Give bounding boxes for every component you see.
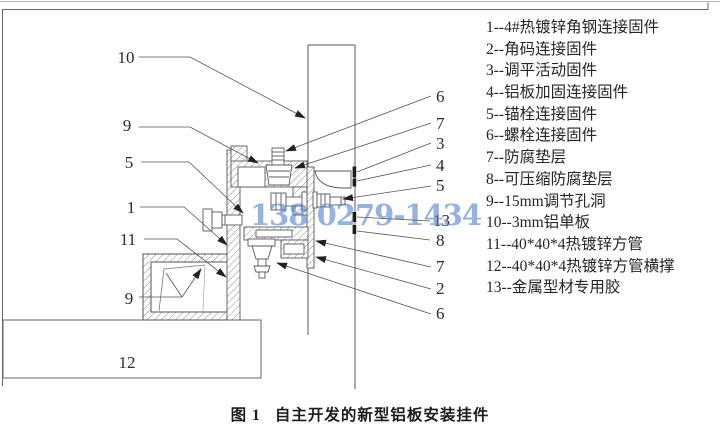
callout-label-5-left: 5 (125, 153, 134, 172)
leader-lines (139, 56, 432, 315)
panel-clip (314, 170, 352, 189)
callout-label-9-upper: 9 (123, 116, 132, 135)
legend-item: 8--可压缩防腐垫层 (486, 170, 613, 188)
callout-label-1: 1 (127, 198, 136, 217)
bracket-assembly (202, 145, 352, 321)
callout-label-9-lower: 9 (125, 289, 134, 308)
legend-item: 6--螺栓连接固件 (486, 127, 598, 145)
callout-label-7-upper: 7 (436, 114, 445, 133)
square-tube (142, 253, 238, 321)
legend-item: 13--金属型材专用胶 (486, 279, 621, 297)
middle-bolt (270, 191, 308, 211)
page-frame (0, 1, 720, 386)
bottom-bolt (247, 238, 276, 279)
callout-label-6-upper: 6 (436, 87, 445, 106)
figure-label: 图 1 (230, 407, 261, 424)
pad-strip (306, 166, 315, 269)
callout-label-7-lower: 7 (436, 257, 445, 276)
callout-label-8: 8 (436, 231, 445, 250)
callout-label-5-right: 5 (436, 176, 445, 195)
callout-labels: 10 9 5 1 11 9 12 6 7 3 4 5 13 8 7 2 6 (118, 48, 451, 372)
legend-item: 9--15mm调节孔洞 (486, 192, 606, 210)
bottom-slab (2, 319, 262, 379)
callout-label-10: 10 (118, 48, 135, 67)
callout-label-12: 12 (119, 353, 136, 372)
adjustment-slot (237, 166, 266, 188)
anchor-bolt-right (312, 191, 346, 209)
glue-marks (352, 166, 357, 234)
top-bolt (265, 147, 293, 186)
figure-caption: 图 1 自主开发的新型铝板安装挂件 (0, 403, 720, 425)
legend-item: 12--40*40*4热镀锌方管横撑 (486, 257, 675, 275)
callout-label-3: 3 (436, 134, 445, 153)
callout-label-11: 11 (120, 230, 136, 249)
callout-label-2: 2 (436, 279, 445, 298)
legend-item: 10--3mm铝单板 (486, 214, 591, 232)
callout-label-13: 13 (433, 211, 450, 230)
callout-label-6-lower: 6 (436, 304, 445, 323)
legend-item: 1--4#热镀锌角钢连接固件 (486, 19, 660, 36)
legend-item: 4--铝板加固连接固件 (486, 84, 629, 102)
callout-label-4: 4 (436, 156, 445, 175)
legend-item: 11--40*40*4热镀锌方管 (486, 235, 643, 253)
anchor-bolt-left (202, 208, 243, 232)
legend: 1--4#热镀锌角钢连接固件 2--角码连接固件 3--调平活动固件 4--铝板… (486, 17, 718, 299)
watermark: 138 0279-1434 (250, 198, 482, 232)
legend-item: 3--调平活动固件 (486, 62, 598, 80)
legend-item: 5--锚栓连接固件 (486, 105, 598, 123)
legend-item: 2--角码连接固件 (486, 40, 598, 58)
legend-item: 7--防腐垫层 (486, 149, 567, 167)
figure-title: 自主开发的新型铝板安装挂件 (274, 407, 490, 424)
